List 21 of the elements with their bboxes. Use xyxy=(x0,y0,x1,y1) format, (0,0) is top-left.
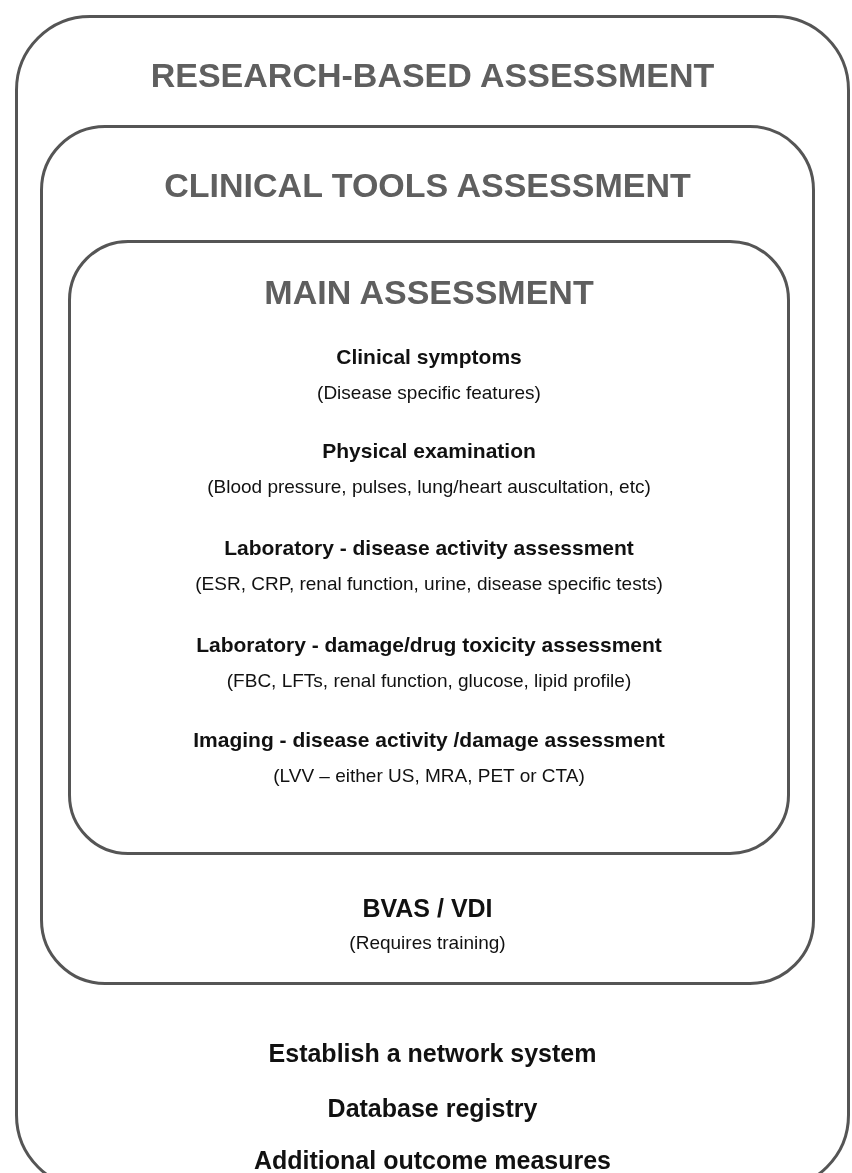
rounded-box xyxy=(40,125,815,985)
item-title: BVAS / VDI xyxy=(362,893,493,923)
item-note: (Disease specific features) xyxy=(317,381,541,405)
item-note: (FBC, LFTs, renal function, glucose, lipid profile) xyxy=(226,669,632,693)
item-title: Clinical symptoms xyxy=(336,344,522,370)
section-heading: MAIN ASSESSMENT xyxy=(264,271,594,313)
item-title: Laboratory - damage/drug toxicity assessment xyxy=(196,632,662,658)
item-note: (LVV – either US, MRA, PET or CTA) xyxy=(273,764,585,788)
item-title: Establish a network system xyxy=(268,1038,597,1068)
item-title: Database registry xyxy=(327,1093,538,1123)
rounded-box xyxy=(68,240,790,855)
item-title: Imaging - disease activity /damage assessment xyxy=(193,727,665,753)
item-note: (Requires training) xyxy=(349,931,506,955)
item-note: (ESR, CRP, renal function, urine, disease specific tests) xyxy=(195,572,663,596)
section-heading: RESEARCH-BASED ASSESSMENT xyxy=(150,54,715,96)
rounded-box xyxy=(15,15,850,1173)
item-title: Additional outcome measures xyxy=(254,1145,611,1173)
section-heading: CLINICAL TOOLS ASSESSMENT xyxy=(164,164,691,206)
item-note: (Blood pressure, pulses, lung/heart auscultation, etc) xyxy=(207,475,651,499)
item-title: Laboratory - disease activity assessment xyxy=(224,535,634,561)
item-title: Physical examination xyxy=(322,438,536,464)
